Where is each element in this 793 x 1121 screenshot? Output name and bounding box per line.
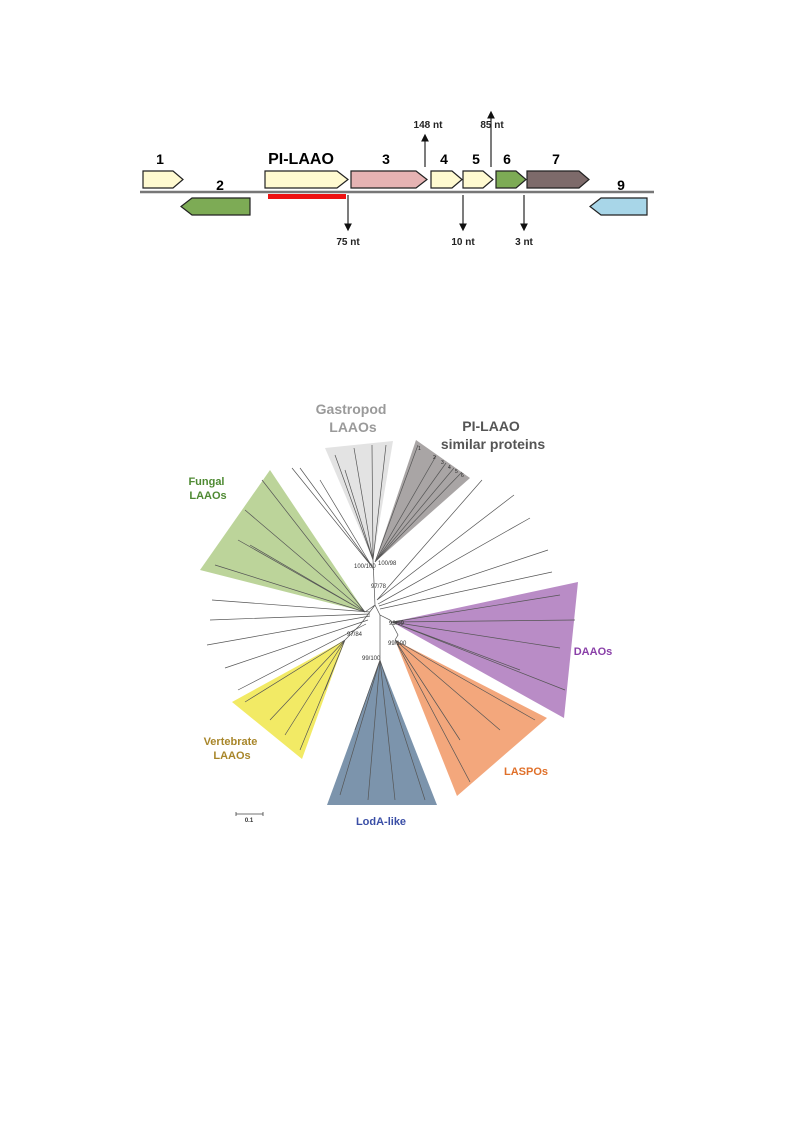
- gene-3-label: 3: [382, 151, 390, 167]
- bootstrap-label: 97/78: [371, 584, 387, 590]
- gene-pi-laao-arrow[interactable]: [264, 170, 349, 189]
- phylogenetic-tree: Gastropod LAAOs PI-LAAO similar proteins…: [188, 401, 612, 828]
- bootstrap-label: 99/100: [388, 641, 407, 647]
- clade-pi-laao-label: PI-LAAO similar proteins: [441, 418, 545, 452]
- gene-2-arrow[interactable]: [180, 197, 251, 216]
- gene-7-arrow[interactable]: [526, 170, 590, 189]
- clade-daao-wedge[interactable]: [392, 582, 578, 718]
- clade-laspo-wedge[interactable]: [395, 640, 547, 796]
- leaf-number: 4: [448, 465, 451, 471]
- bootstrap-label: 97/84: [347, 632, 363, 638]
- intergenic-85nt-label: 85 nt: [480, 120, 504, 131]
- gene-9-label: 9: [617, 177, 625, 193]
- bootstrap-label: 99/99: [389, 621, 405, 627]
- intergenic-3nt-label: 3 nt: [515, 237, 533, 248]
- intergenic-148nt-label: 148 nt: [414, 120, 444, 131]
- gene-pi-laao-label: PI-LAAO: [268, 151, 334, 168]
- scale-bar-label: 0.1: [245, 818, 254, 824]
- pi-laao-highlight-bar: [268, 194, 346, 199]
- gene-6-label: 6: [503, 151, 511, 167]
- bootstrap-label: 99/100: [362, 656, 381, 662]
- clade-vertebrate-label: Vertebrate LAAOs: [204, 736, 261, 762]
- gene-1-label: 1: [156, 151, 164, 167]
- gene-3-arrow[interactable]: [350, 170, 428, 189]
- gene-5-label: 5: [472, 151, 480, 167]
- clade-loda-label: LodA-like: [356, 816, 406, 828]
- clade-fungal-label: Fungal LAAOs: [188, 476, 227, 502]
- leaf-number: 1: [418, 446, 421, 452]
- gene-6-arrow[interactable]: [495, 170, 527, 189]
- gene-9-arrow[interactable]: [589, 197, 648, 216]
- gene-1-arrow[interactable]: [142, 170, 184, 189]
- gene-5-arrow[interactable]: [462, 170, 494, 189]
- scale-bar: 0.1: [235, 812, 264, 824]
- clade-daao-label: DAAOs: [574, 646, 613, 658]
- gene-7-label: 7: [552, 151, 560, 167]
- leaf-number: 6: [461, 473, 464, 479]
- clade-pi-laao-wedge[interactable]: [375, 440, 470, 562]
- tree-branches: [206, 444, 576, 801]
- clade-loda-wedge[interactable]: [327, 660, 437, 805]
- clade-gastropod-wedge[interactable]: [325, 441, 393, 560]
- intergenic-10nt-label: 10 nt: [451, 237, 475, 248]
- clade-laspo-label: LASPOs: [504, 766, 548, 778]
- bootstrap-label: 100/98: [378, 561, 397, 567]
- gene-2-label: 2: [216, 177, 224, 193]
- gene-4-arrow[interactable]: [430, 170, 463, 189]
- leaf-number: 5: [455, 469, 458, 475]
- clade-gastropod-label: Gastropod LAAOs: [316, 401, 391, 435]
- intergenic-75nt-label: 75 nt: [336, 237, 360, 248]
- leaf-number: 2: [433, 455, 436, 461]
- gene-4-label: 4: [440, 151, 448, 167]
- bootstrap-label: 100/100: [354, 564, 376, 570]
- intergenic-arrows: [344, 110, 528, 232]
- leaf-number: 3: [441, 460, 444, 466]
- gene-map: 1 2 PI-LAAO 3 4 5 6 7 9 148 nt 85 nt 75 …: [140, 110, 654, 248]
